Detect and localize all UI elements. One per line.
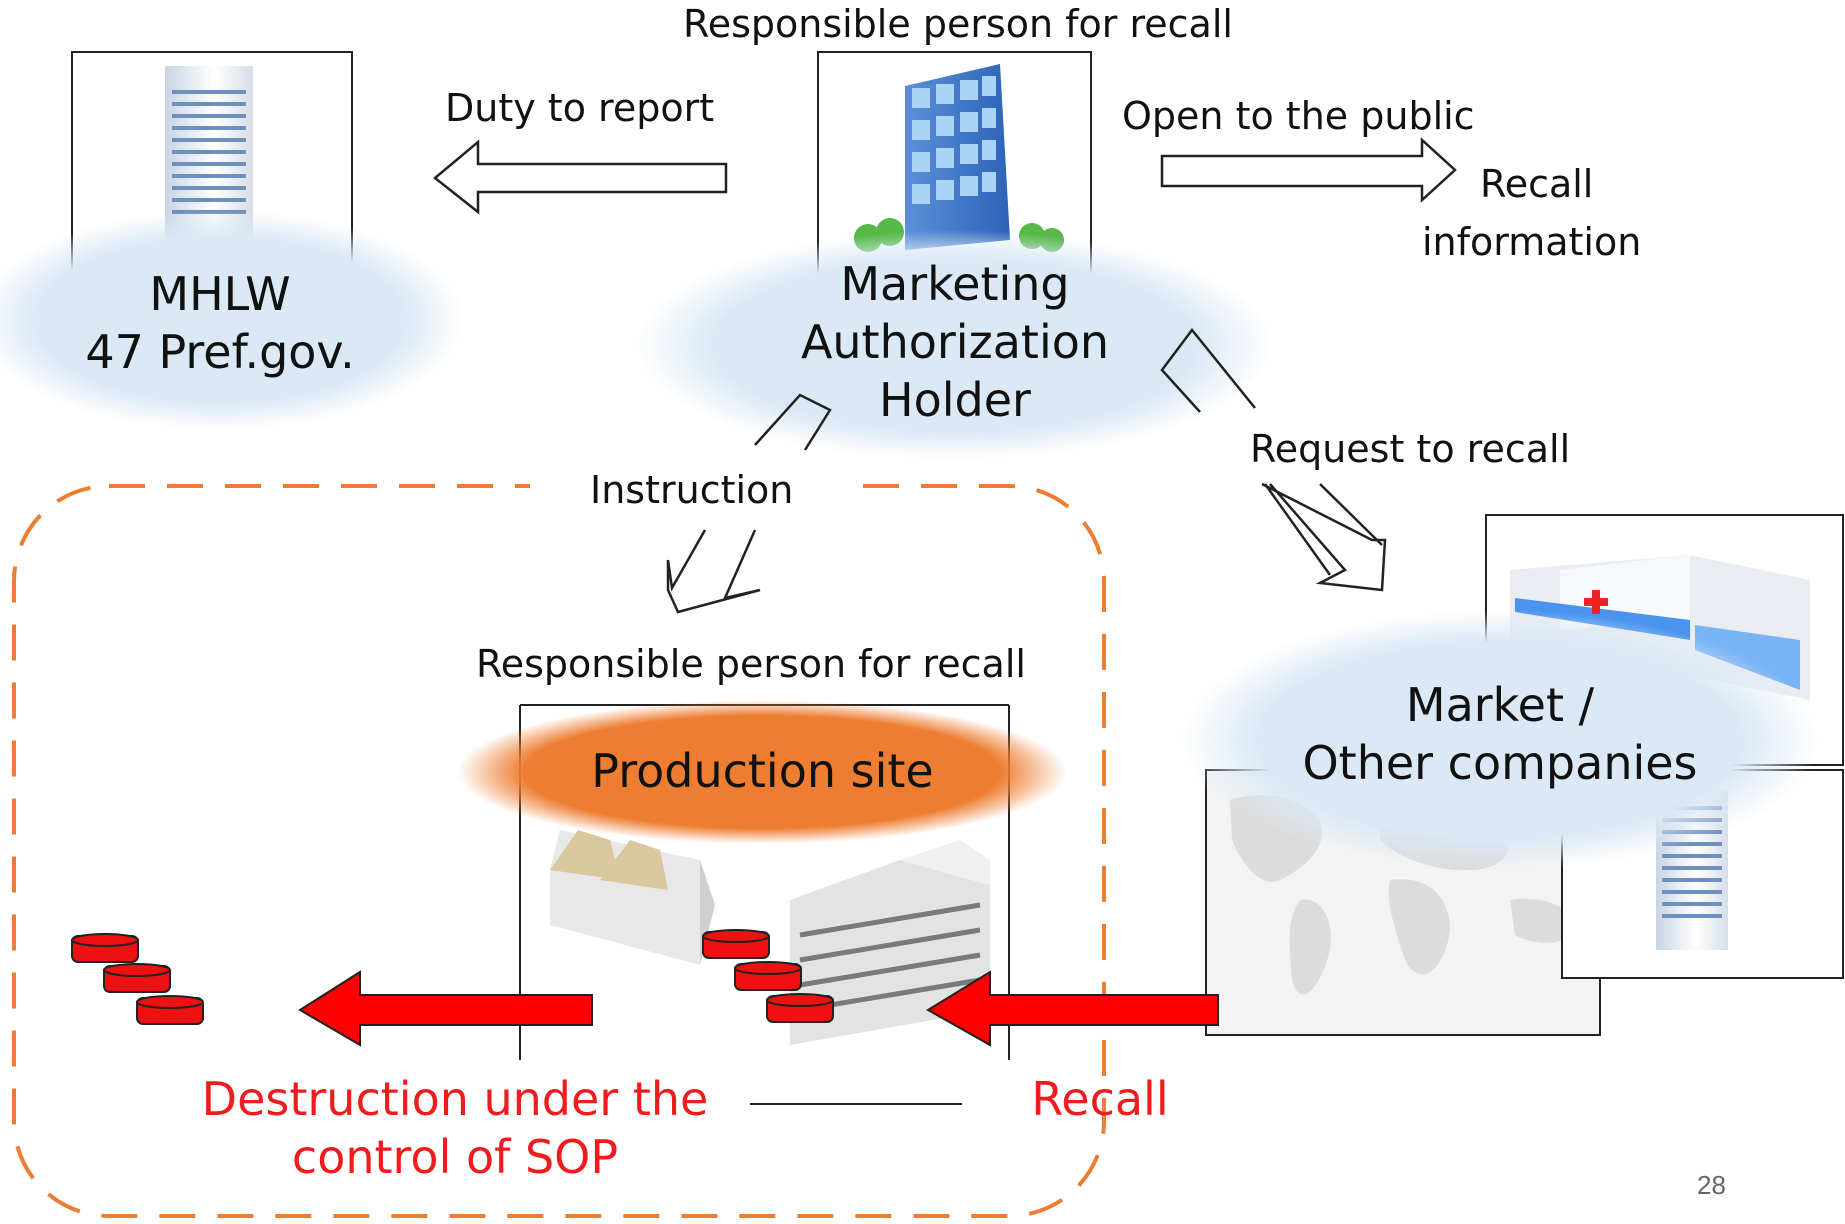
- instruction-arrow: [666, 393, 832, 614]
- market-line2: Other companies: [1302, 736, 1698, 790]
- instruction-label: Instruction: [590, 468, 794, 512]
- mhlw-entity: MHLW 47 Pref.gov.: [40, 265, 400, 381]
- mah-entity: Marketing Authorization Holder: [745, 255, 1165, 429]
- destruction-line1: Destruction under the: [201, 1072, 709, 1126]
- top-responsible-label: Responsible person for recall: [683, 2, 1233, 46]
- mah-line1: Marketing: [840, 257, 1070, 311]
- duty-to-report-arrow: [433, 139, 728, 215]
- destruction-arrow: [298, 970, 593, 1047]
- mah-cloud: [635, 230, 1275, 460]
- mah-line3: Holder: [879, 373, 1031, 427]
- market-line1: Market /: [1405, 678, 1595, 732]
- mhlw-line2: 47 Pref.gov.: [85, 325, 355, 379]
- destruction-line2: control of SOP: [291, 1130, 619, 1184]
- product-stack-icon: [71, 933, 204, 1025]
- mhlw-cloud: [0, 210, 465, 430]
- request-to-recall-label: Request to recall: [1250, 427, 1571, 471]
- production-site-label: Production site: [591, 744, 934, 798]
- request-to-recall-arrow-shape: [1160, 327, 1387, 592]
- mhlw-line1: MHLW: [149, 267, 291, 321]
- open-to-public-arrow: [1160, 137, 1457, 203]
- open-to-public-label: Open to the public: [1122, 94, 1475, 138]
- market-entity: Market / Other companies: [1270, 676, 1730, 792]
- market-cloud: [1180, 610, 1820, 870]
- recall-arrow: [926, 970, 1219, 1047]
- recall-info-line1: Recall: [1480, 162, 1594, 206]
- site-responsible-label: Responsible person for recall: [476, 642, 1026, 686]
- recall-label: Recall: [1031, 1072, 1169, 1126]
- mah-line2: Authorization: [800, 315, 1110, 369]
- recalled-product-stack-icon: [702, 929, 834, 1023]
- duty-to-report-label: Duty to report: [445, 86, 715, 130]
- page-number: 28: [1697, 1170, 1726, 1200]
- production-oval: [457, 700, 1067, 844]
- recall-info-line2: information: [1422, 220, 1642, 264]
- destruction-label: Destruction under the control of SOP: [150, 1070, 760, 1186]
